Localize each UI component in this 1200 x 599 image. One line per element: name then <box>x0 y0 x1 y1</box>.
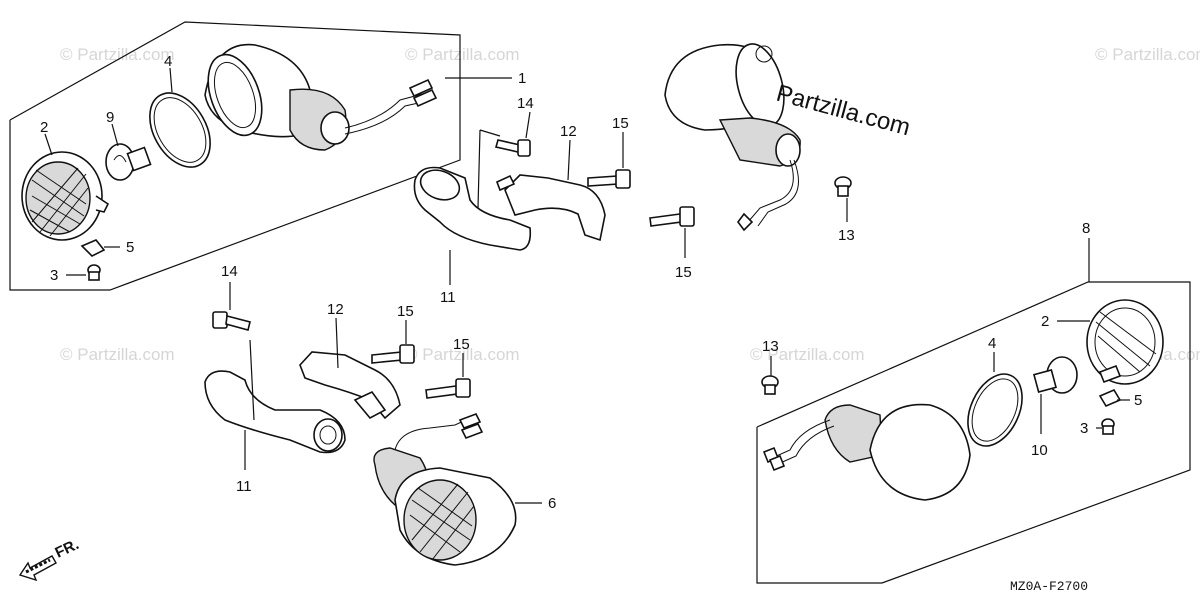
callout-13: 13 <box>838 227 855 244</box>
callout-5: 5 <box>1134 392 1142 409</box>
callout-13: 13 <box>762 338 779 355</box>
bolt-15-top-a <box>587 169 631 189</box>
callout-11: 11 <box>236 478 252 495</box>
callout-4: 4 <box>988 335 996 352</box>
lens-part-right <box>1086 299 1164 385</box>
callout-14: 14 <box>517 95 534 112</box>
watermark: © Partzilla.com <box>750 345 865 364</box>
bracket-11-top <box>413 166 532 251</box>
callout-4: 4 <box>164 53 172 70</box>
turn-signal-top-right <box>664 43 801 232</box>
callout-11: 11 <box>440 289 456 306</box>
callout-14: 14 <box>221 263 238 280</box>
callout-12: 12 <box>560 123 577 140</box>
bracket-11-bottom <box>204 370 346 454</box>
screw-13-bottom <box>761 375 779 395</box>
bulb-part-right <box>1032 356 1078 394</box>
lens-part <box>21 151 110 241</box>
bolt-14-bottom <box>212 311 251 331</box>
callout-5: 5 <box>126 239 134 256</box>
ring-part <box>149 92 211 168</box>
bolt-14-top <box>494 139 531 157</box>
callout-15: 15 <box>675 264 692 281</box>
bolt-15-bottom-b <box>425 378 471 399</box>
screw-part <box>87 264 101 281</box>
watermark: © Partzilla.com <box>60 345 175 364</box>
callout-3: 3 <box>1080 420 1088 437</box>
callout-9: 9 <box>106 109 114 126</box>
front-direction-arrow: FR. <box>18 536 82 582</box>
bracket-12-bottom <box>299 351 401 420</box>
ring-part-right <box>967 373 1023 447</box>
turn-signal-bottom <box>373 412 517 566</box>
callout-6: 6 <box>548 495 556 512</box>
bolt-15-bottom-a <box>371 344 415 364</box>
copyright-mark <box>755 45 773 63</box>
callout-10: 10 <box>1031 442 1048 459</box>
bracket-12-top <box>495 174 606 242</box>
callout-15: 15 <box>397 303 414 320</box>
watermark: © Partzilla.com <box>60 45 175 64</box>
watermark: © Partzilla.com <box>405 45 520 64</box>
clip-part <box>80 239 106 257</box>
housing-part <box>204 43 438 151</box>
assembly-1-box <box>9 21 461 291</box>
callout-12: 12 <box>327 301 344 318</box>
callout-2: 2 <box>40 119 48 136</box>
assembly-8-box <box>756 281 1191 584</box>
diagram-code: MZ0A-F2700 <box>1010 579 1088 594</box>
callout-1: 1 <box>518 70 526 87</box>
screw-13-top <box>834 176 852 197</box>
callout-15: 15 <box>612 115 629 132</box>
callout-3: 3 <box>50 267 58 284</box>
callout-15: 15 <box>453 336 470 353</box>
turn-signal-bottom-right <box>762 403 971 501</box>
clip-part-right <box>1098 388 1122 408</box>
watermark: © Partzilla.com <box>1095 45 1200 64</box>
screw-part-right <box>1101 418 1115 435</box>
callout-8: 8 <box>1082 220 1090 237</box>
bulb-part <box>105 143 152 181</box>
bolt-15-top-b <box>649 206 695 227</box>
front-label: FR. <box>53 536 82 562</box>
callout-2: 2 <box>1041 313 1049 330</box>
